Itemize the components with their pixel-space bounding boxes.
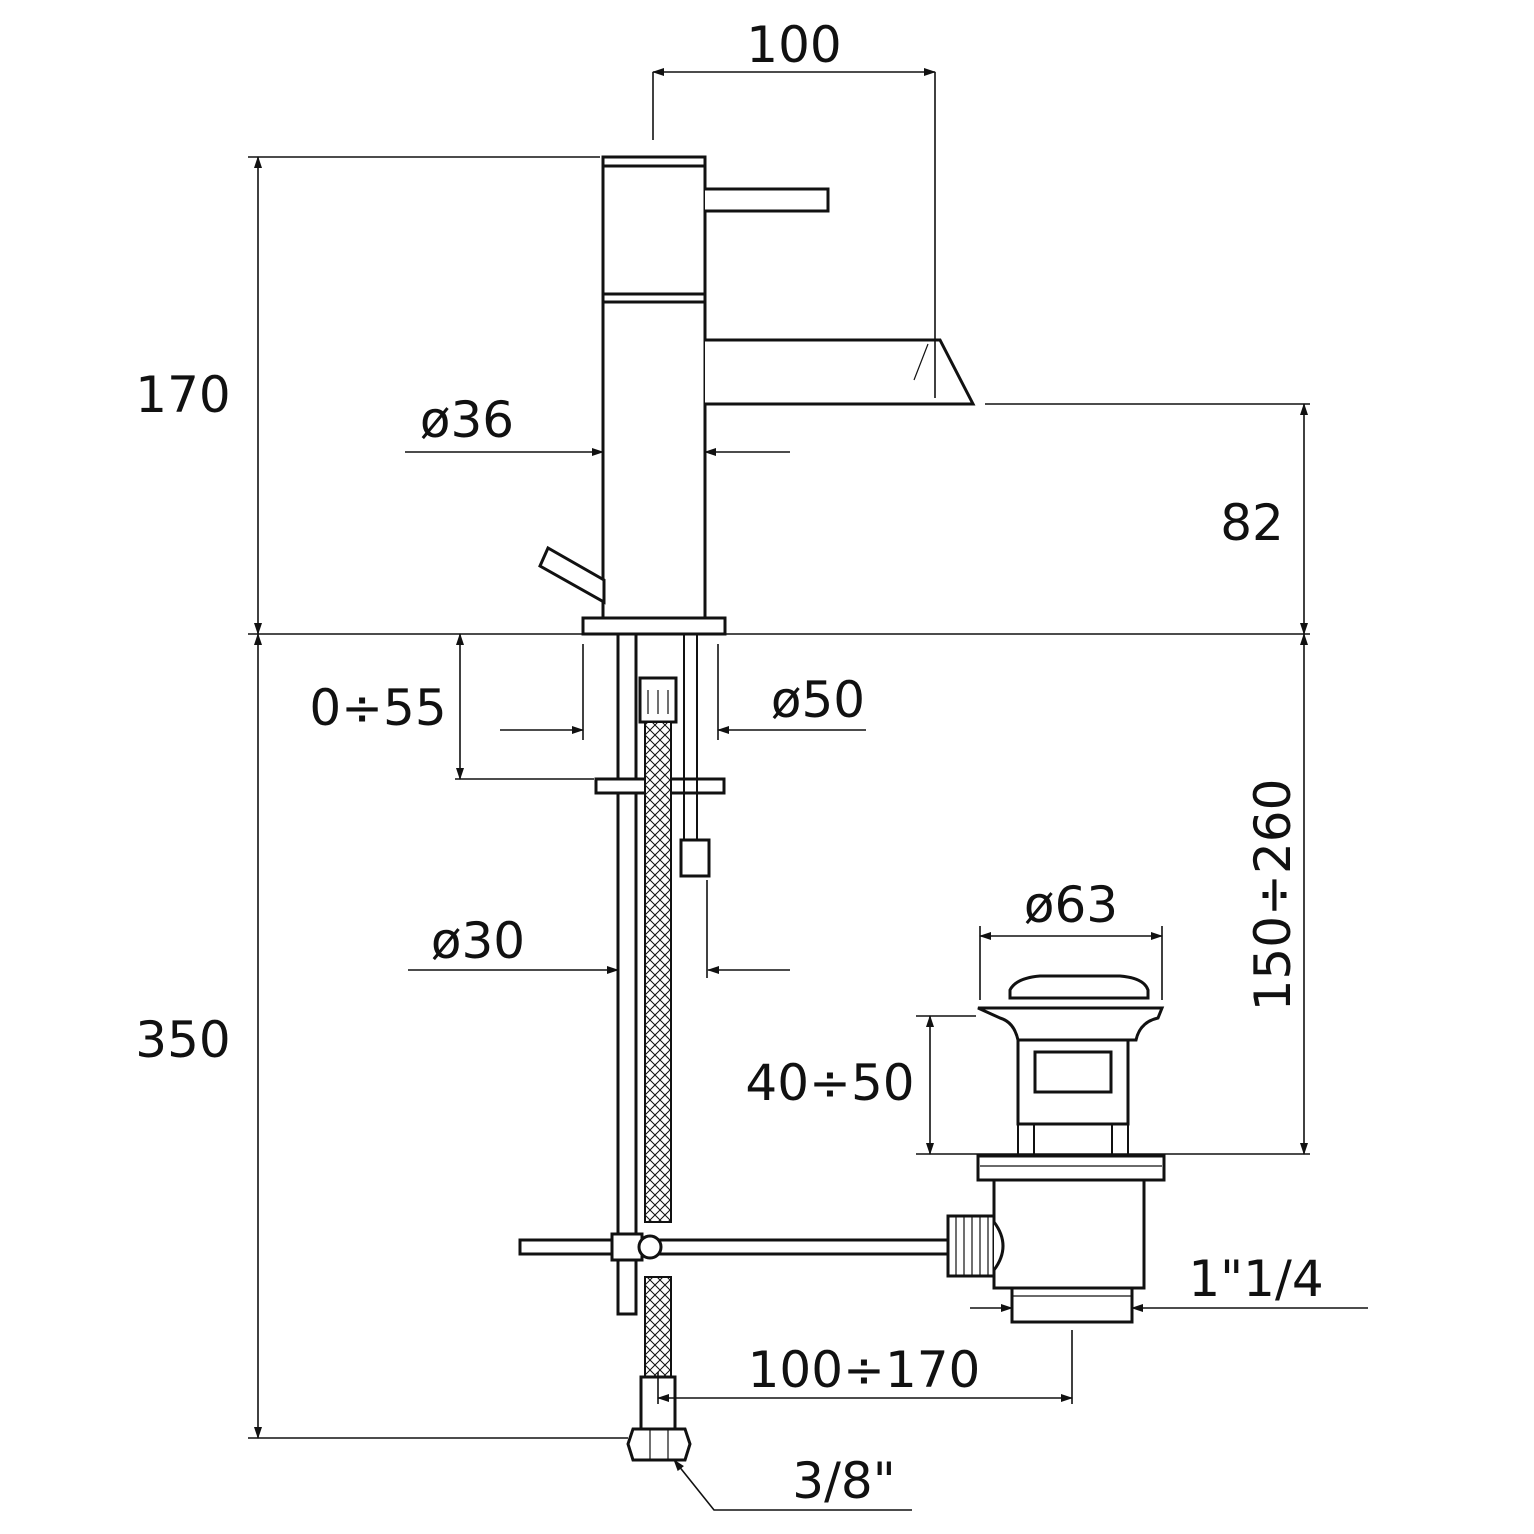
drain-plug-cap bbox=[1008, 974, 1150, 1000]
braided-hose-upper bbox=[644, 721, 672, 1223]
label-rod-distance: 100÷170 bbox=[748, 1341, 981, 1399]
faucet-upper-body bbox=[601, 164, 707, 298]
drain-assembly bbox=[946, 974, 1166, 1324]
label-total-height: 170 bbox=[135, 366, 230, 424]
label-drain-adjust: 40÷50 bbox=[745, 1054, 914, 1112]
drain-flange bbox=[977, 1006, 1165, 1042]
faucet-body bbox=[538, 155, 976, 636]
braided-hose-lower bbox=[644, 1276, 672, 1378]
faucet-lower-body bbox=[601, 300, 707, 620]
faucet-base-flange bbox=[581, 616, 727, 636]
label-body-diameter: ø36 bbox=[420, 391, 514, 449]
drain-lock-nut bbox=[976, 1154, 1166, 1182]
label-deck-thickness: 0÷55 bbox=[309, 679, 446, 737]
rod-clamp-screw bbox=[637, 1234, 663, 1260]
pop-up-rod bbox=[616, 632, 638, 1316]
label-spout-reach: 100 bbox=[746, 16, 841, 74]
linkage-rod bbox=[518, 1232, 952, 1262]
label-drain-cap-diameter: ø63 bbox=[1024, 876, 1118, 934]
lever-handle bbox=[705, 187, 830, 213]
drain-lower-body bbox=[992, 1178, 1146, 1290]
drain-slot bbox=[1033, 1050, 1113, 1094]
linkage-rod-bar bbox=[518, 1238, 952, 1256]
rod-clamp bbox=[610, 1232, 644, 1262]
label-drain-to-deck: 150÷260 bbox=[1244, 779, 1302, 1012]
label-hose-connection: 3/8" bbox=[792, 1452, 895, 1510]
pop-up-knob bbox=[538, 545, 606, 605]
label-spout-height: 82 bbox=[1220, 494, 1284, 552]
spout-edge bbox=[913, 343, 929, 381]
hose-fitting-right bbox=[679, 838, 711, 878]
dimension-lines bbox=[254, 68, 1368, 1511]
label-drain-thread: 1"1/4 bbox=[1188, 1250, 1323, 1308]
label-hole-diameter: ø50 bbox=[771, 671, 865, 729]
hose-nut bbox=[626, 1427, 692, 1462]
below-deck-assembly bbox=[594, 632, 726, 1462]
label-below-deck-length: 350 bbox=[135, 1011, 230, 1069]
drain-side-nut bbox=[946, 1214, 996, 1278]
spout bbox=[705, 338, 976, 406]
label-shank-diameter: ø30 bbox=[431, 912, 525, 970]
drain-tailpiece bbox=[1010, 1286, 1134, 1324]
extension-lines bbox=[248, 72, 1310, 1439]
dimension-labels: 100 170 ø36 82 0÷55 ø50 ø30 350 150÷260 … bbox=[135, 16, 1323, 1510]
leader-3-8 bbox=[673, 1459, 912, 1511]
